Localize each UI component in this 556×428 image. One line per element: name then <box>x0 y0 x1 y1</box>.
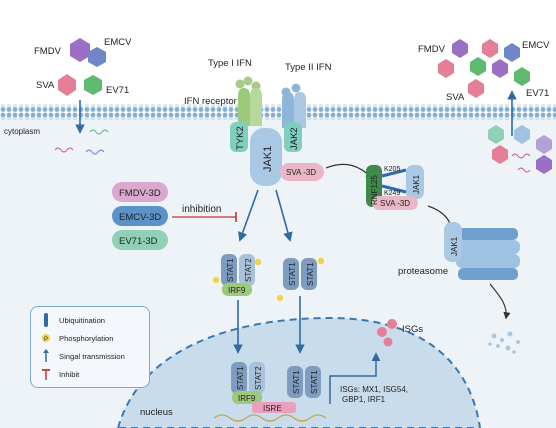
right-sva-label: SVA <box>446 92 465 103</box>
proteasome <box>456 228 520 280</box>
emcv-virion-icon <box>88 47 106 67</box>
rnf125-complex <box>366 165 424 210</box>
stat1-label-e: STAT1 <box>292 370 301 394</box>
emcv-3d-label: EMCV-3D <box>119 212 161 223</box>
legend-ubiquitination-label: Ubiquitination <box>59 315 106 325</box>
emcv-3d-protein <box>112 206 168 226</box>
type1-ifn-label: Type I IFN <box>208 58 252 69</box>
jak2-label: JAK2 <box>289 127 300 150</box>
nuclear-stat1-homodimer <box>287 366 321 398</box>
jak1-label: JAK1 <box>262 146 274 172</box>
fmdv-3d-protein <box>112 182 168 202</box>
dna-strand <box>213 414 327 422</box>
signal-arrow-icon <box>43 349 49 362</box>
jak1-proteasome-label: JAK1 <box>450 236 459 256</box>
irf9-label-a: IRF9 <box>228 286 246 295</box>
ev71-3d-protein <box>112 230 168 250</box>
jak1-to-stat-left-arrow <box>238 189 259 242</box>
legend-row-ubiquitination: Ubiquitination <box>39 313 105 327</box>
ifn-receptor <box>238 88 306 128</box>
isgs-list-line2: GBP1, IRF1 <box>342 395 386 404</box>
cytoplasm-label: cytoplasm <box>4 127 40 136</box>
stat2-label-a: STAT2 <box>244 258 253 282</box>
right-fmdv-icon <box>452 39 468 58</box>
isg-transcription-arrow <box>329 352 381 404</box>
cell-membrane <box>0 104 556 120</box>
right-virion-5 <box>470 57 486 76</box>
left-fmdv-label: FMDV <box>34 46 62 57</box>
legend-row-signal: Singal transmission <box>39 349 125 363</box>
type2-ifn-label: Type II IFN <box>285 62 332 73</box>
right-emcv-label: EMCV <box>522 40 550 51</box>
sva-virion-icon <box>58 74 76 96</box>
stat1-label-b: STAT1 <box>288 262 297 286</box>
degraded-peptides <box>488 331 520 354</box>
assembling-virions <box>488 125 552 174</box>
rnf125-label: RNF125 <box>370 175 379 205</box>
isre-element <box>252 402 296 413</box>
sva-3d-binder-label: SVA -3D <box>286 168 316 177</box>
isg-product-icons <box>377 319 397 347</box>
stat1-label-c: STAT1 <box>306 262 315 286</box>
stat1-label-a: STAT1 <box>226 258 235 282</box>
legend: Ubiquitination P Phosphorylation Singal … <box>30 306 150 388</box>
jak1-complex-label: JAK1 <box>412 174 421 194</box>
phosphorylation-icon: P <box>42 334 50 343</box>
right-emcv2-icon <box>504 43 520 62</box>
right-sva-icon <box>468 79 484 98</box>
type1-ifn-ligands <box>235 76 261 91</box>
right-virion-4 <box>438 59 454 78</box>
stat1-homodimer <box>283 258 317 290</box>
k205-label: K205 <box>384 166 400 173</box>
legend-row-phosphorylation: P Phosphorylation <box>39 331 113 345</box>
sva-3d-complex-label: SVA -3D <box>380 199 410 208</box>
right-virion-6 <box>492 59 508 78</box>
ev71-3d-label: EV71-3D <box>119 236 158 247</box>
left-virus-group: FMDV EMCV SVA EV71 <box>34 37 132 134</box>
inhibition-label: inhibition <box>182 204 221 215</box>
tyk2-label: TYK2 <box>235 126 246 150</box>
legend-phosphorylation-label: Phosphorylation <box>59 333 114 343</box>
right-ev71-icon <box>514 67 530 86</box>
ifn-receptor-label: IFN receptor <box>184 96 237 107</box>
k249-label: K249 <box>384 190 400 197</box>
phosphorylation-markers <box>212 257 325 302</box>
irf9-label-d: IRF9 <box>238 394 256 403</box>
jak2-protein <box>284 122 302 152</box>
stat1-stat2-irf9-complex <box>221 254 255 296</box>
legend-signal-label: Singal transmission <box>59 351 125 361</box>
svg-text:P: P <box>44 337 48 343</box>
left-ev71-label: EV71 <box>106 85 129 96</box>
legend-inhibit-label: Inhibit <box>59 369 80 379</box>
left-emcv-label: EMCV <box>104 37 132 48</box>
inhibit-icon <box>42 369 50 380</box>
stat1-label-f: STAT1 <box>310 370 319 394</box>
isgs-list-line1: ISGs: MX1, ISG54, <box>340 385 408 394</box>
viral-rna-strands <box>54 129 109 155</box>
legend-row-inhibit: Inhibit <box>39 367 79 381</box>
sva-3d-binder <box>280 163 324 181</box>
ubiquitination-icon <box>44 313 48 327</box>
degradation-arrow <box>489 283 511 320</box>
proteasome-label: proteasome <box>398 266 448 277</box>
isre-label: ISRE <box>263 404 282 413</box>
ev71-virion-icon <box>84 75 102 95</box>
tyk2-protein <box>230 122 248 152</box>
right-fmdv-label: FMDV <box>418 44 446 55</box>
fmdv-3d-label: FMDV-3D <box>119 188 161 199</box>
nucleus-label: nucleus <box>140 407 173 418</box>
isgs-label: ISGs <box>402 324 423 335</box>
stat2-label-d: STAT2 <box>254 366 263 390</box>
stat1-label-d: STAT1 <box>236 366 245 390</box>
jak1-to-stat-right-arrow <box>275 189 293 242</box>
right-virus-group: FMDV EMCV SVA EV71 <box>418 39 550 136</box>
jak1-degrading <box>444 222 462 262</box>
jak1-protein <box>250 128 282 186</box>
right-emcv-icon <box>482 39 498 58</box>
left-sva-label: SVA <box>36 80 55 91</box>
nuclear-stat1-stat2-irf9 <box>231 362 265 404</box>
right-ev71-label: EV71 <box>526 88 549 99</box>
fmdv-virion-icon <box>70 38 90 62</box>
